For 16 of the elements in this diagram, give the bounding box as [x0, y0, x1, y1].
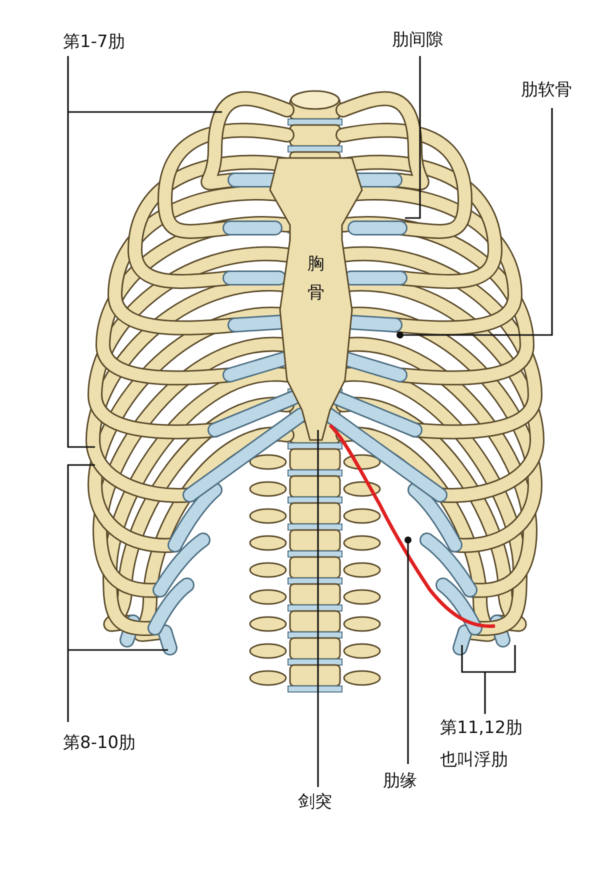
part-label: 第11,12肋 — [440, 718, 523, 738]
part-label: 第1-7肋 — [63, 32, 125, 52]
leader-line — [67, 55, 223, 448]
leader-line — [67, 464, 169, 723]
part-label: 肋软骨 — [521, 80, 572, 100]
part-label: 第8-10肋 — [63, 733, 136, 754]
part-label: 肋缘 — [383, 771, 417, 792]
leader-line — [405, 56, 421, 219]
leader-line — [404, 536, 412, 764]
leader-line — [396, 108, 553, 338]
part-label: 也叫浮肋 — [440, 750, 509, 771]
part-label: 剑突 — [298, 792, 332, 812]
part-label: 胸骨 — [306, 253, 326, 305]
leader-line — [317, 430, 319, 787]
part-label: 肋间隙 — [392, 30, 443, 50]
leader-line — [461, 644, 516, 715]
